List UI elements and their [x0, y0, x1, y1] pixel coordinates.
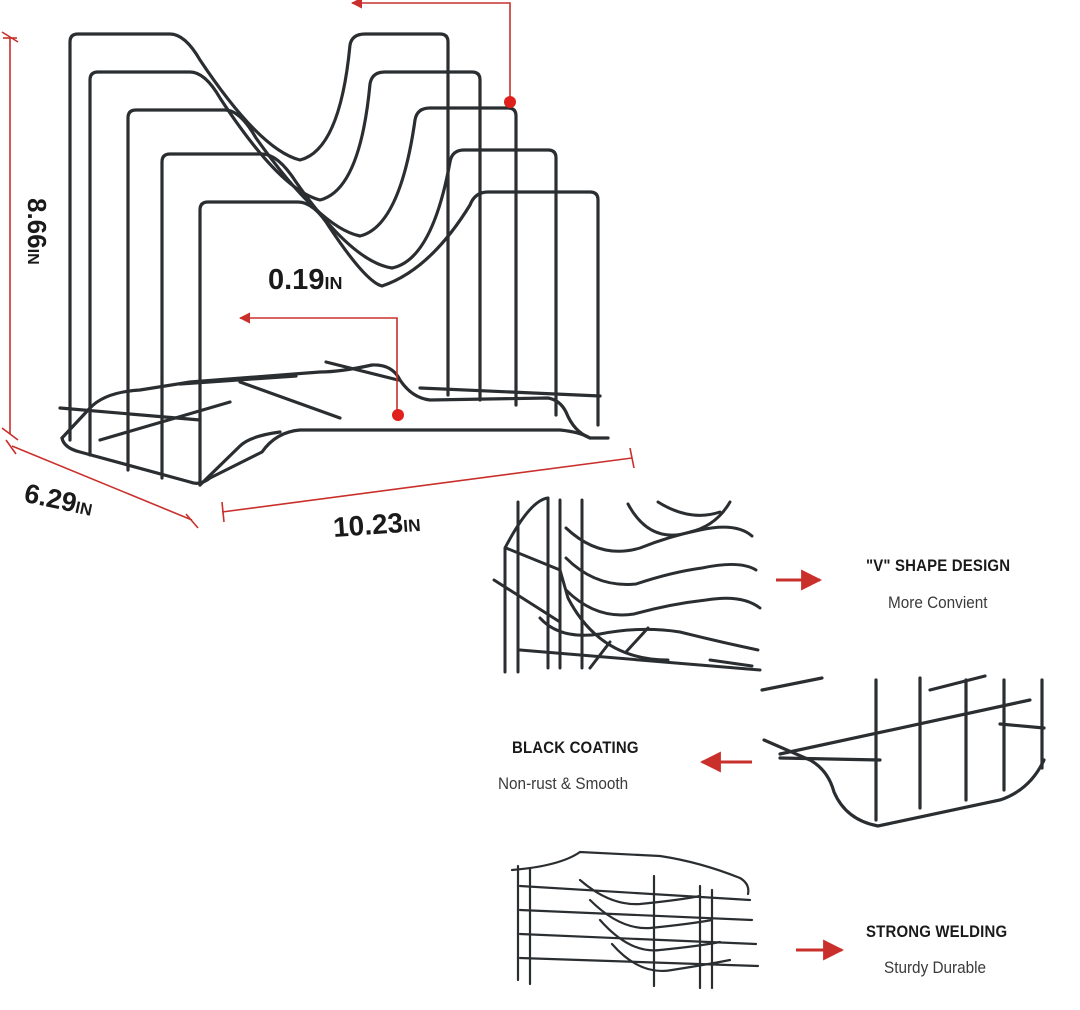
feature-black-coating-title: BLACK COATING [512, 738, 639, 757]
rack-divider-1 [68, 32, 450, 442]
rack-divider-2 [88, 70, 482, 457]
detail-strong-welding-image [510, 850, 760, 990]
feature-arrows [699, 569, 845, 961]
height-value: 8.66 [22, 198, 52, 249]
top-leader-dot [504, 96, 516, 108]
width-label: 10.23IN [332, 506, 421, 544]
gap-leader-line [238, 312, 398, 412]
gap-leader-dot [392, 409, 404, 421]
feature-strong-welding-subtitle: Sturdy Durable [884, 958, 987, 977]
width-value: 10.23 [332, 507, 405, 543]
feature-v-shape-title: "V" SHAPE DESIGN [866, 556, 1011, 575]
height-label: 8.66IN [21, 198, 52, 265]
width-unit: IN [402, 514, 422, 537]
rack-divider-3 [126, 106, 518, 472]
width-dimension-line [221, 457, 633, 513]
rack-base-frame [60, 363, 610, 440]
gap-value: 0.19 [268, 264, 325, 296]
rack-divider-4 [160, 148, 558, 480]
depth-dimension-line [11, 445, 193, 521]
rack-main-image [58, 32, 610, 487]
detail-v-shape-image [492, 496, 762, 674]
rack-divider-5 [198, 190, 600, 487]
gap-label: 0.19IN [268, 264, 342, 297]
top-leader-line [350, 0, 511, 100]
gap-unit: IN [324, 273, 343, 293]
feature-black-coating-subtitle: Non-rust & Smooth [498, 774, 629, 793]
detail-black-coating-image [760, 674, 1046, 828]
feature-strong-welding-title: STRONG WELDING [866, 922, 1008, 941]
feature-v-shape-subtitle: More Convient [888, 593, 988, 612]
height-unit: IN [24, 248, 42, 265]
dimension-lines [1, 0, 635, 529]
